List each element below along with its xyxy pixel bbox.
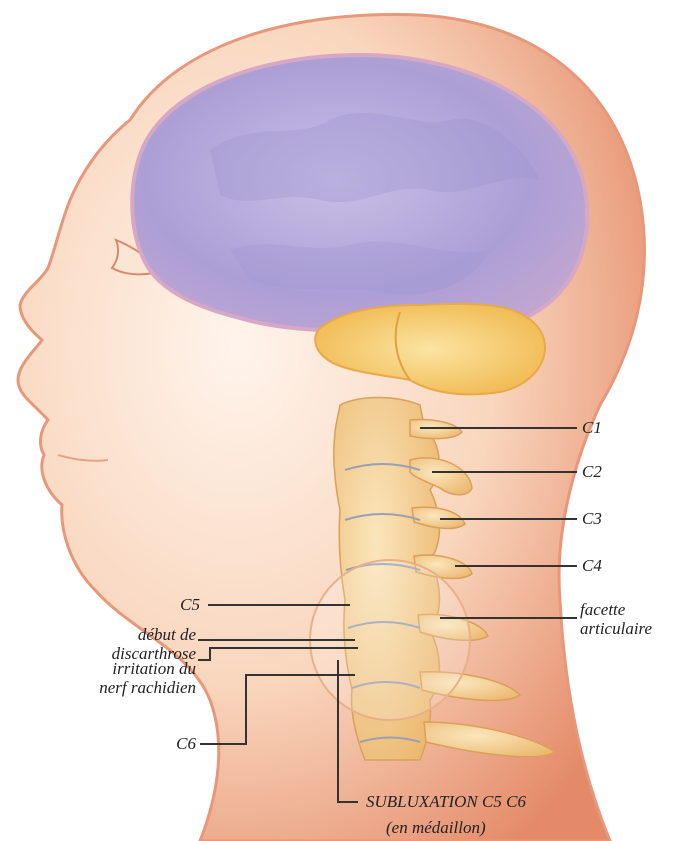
label-facette-articulaire: facette articulaire [580, 600, 652, 638]
label-c5: C5 [180, 595, 200, 614]
label-debut-line1: début de [112, 625, 196, 644]
label-c4: C4 [582, 556, 602, 575]
label-irritation-nerf: irritation du nerf rachidien [99, 659, 196, 697]
label-facette-line1: facette [580, 600, 652, 619]
label-facette-line2: articulaire [580, 619, 652, 638]
label-medaillon: (en médaillon) [386, 818, 486, 837]
label-irritation-line1: irritation du [99, 659, 196, 678]
label-debut-discarthrose: début de discarthrose [112, 625, 196, 663]
label-c2: C2 [582, 462, 602, 481]
label-c1: C1 [582, 418, 602, 437]
label-c3: C3 [582, 509, 602, 528]
label-subluxation: SUBLUXATION C5 C6 [366, 792, 526, 811]
label-irritation-line2: nerf rachidien [99, 678, 196, 697]
label-c6: C6 [176, 734, 196, 753]
